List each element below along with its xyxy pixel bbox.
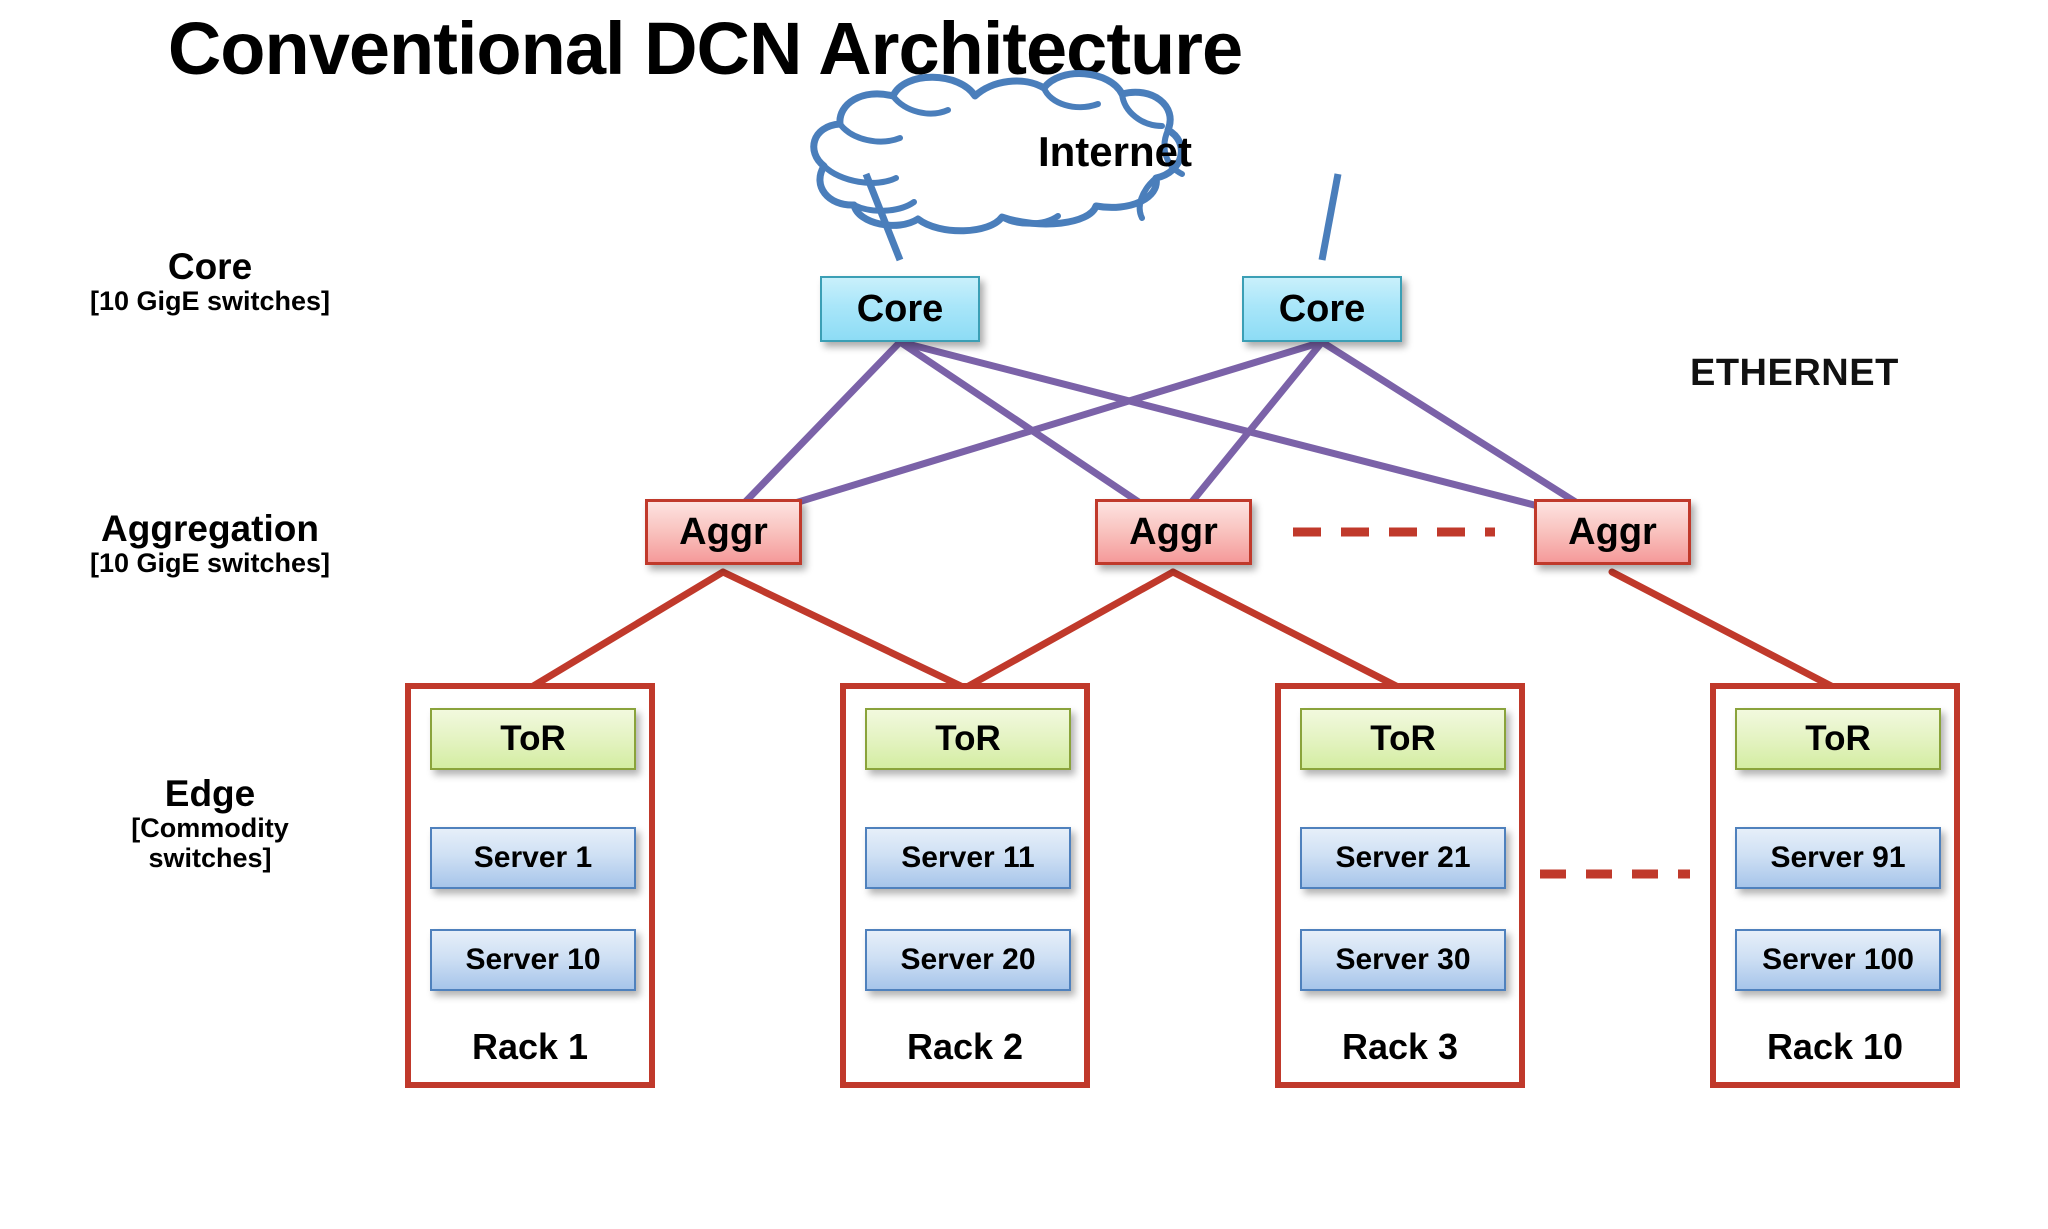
rack-2-server-2-label: Server 20 [900,943,1036,976]
link-core1-aggr3 [896,338,1616,529]
rack-10-name: Rack 10 [1766,1026,1904,1067]
rack-1-server-2-label: Server 10 [465,943,601,976]
aggregation-switch-2[interactable]: Aggr [1095,499,1252,565]
rack-10[interactable]: ToR Server 91 Server 100 Rack 10 [1710,683,1960,1088]
cloud-to-core-link-1 [862,172,904,262]
link-core2-aggr2 [1169,338,1326,529]
link-core1-aggr2 [896,338,1177,529]
tier-label-aggregation: Aggregation [10 GigE switches] [40,508,380,579]
page-title: Conventional DCN Architecture [167,7,1243,90]
tier-label-edge-title: Edge [164,773,256,814]
rack-2-server-1-label: Server 11 [901,841,1035,874]
aggregation-switch-3-label: Aggr [1568,510,1657,553]
rack-2[interactable]: ToR Server 11 Server 20 Rack 2 [840,683,1090,1088]
rack-2-server-1[interactable]: Server 11 [865,827,1071,889]
tier-label-edge: Edge [Commodity switches] [40,773,380,873]
rack-3-name: Rack 3 [1341,1026,1459,1067]
link-core2-aggr3 [1318,338,1616,529]
rack-3[interactable]: ToR Server 21 Server 30 Rack 3 [1275,683,1525,1088]
rack-1-tor-switch[interactable]: ToR [430,708,636,770]
rack-2-tor-switch[interactable]: ToR [865,708,1071,770]
link-aggr3-rack10 [1608,568,1839,692]
rack-10-tor-label: ToR [1805,719,1871,758]
core-switch-1-label: Core [856,287,944,330]
rack-3-server-1-label: Server 21 [1335,841,1471,874]
link-aggr1-rack2 [719,568,969,692]
rack-3-tor-label: ToR [1370,719,1436,758]
core-switch-1[interactable]: Core [820,276,980,342]
rack-1-name: Rack 1 [471,1026,589,1067]
rack-10-server-2[interactable]: Server 100 [1735,929,1941,991]
rack-10-server-1-label: Server 91 [1770,841,1906,874]
rack-3-server-1[interactable]: Server 21 [1300,827,1506,889]
link-core2-aggr1 [719,338,1326,529]
rack-1-server-2[interactable]: Server 10 [430,929,636,991]
core-switch-2[interactable]: Core [1242,276,1402,342]
link-core1-aggr1 [719,338,904,529]
rack-3-tor-switch[interactable]: ToR [1300,708,1506,770]
link-aggr1-rack1 [526,568,727,692]
core-switch-2-label: Core [1278,287,1366,330]
link-aggr2-rack2 [961,568,1177,692]
tier-label-edge-sub-line2: switches] [148,842,272,873]
aggregation-switch-3[interactable]: Aggr [1534,499,1691,565]
internet-cloud-label: Internet [1037,128,1192,175]
tier-label-aggregation-title: Aggregation [101,508,319,549]
rack-10-server-2-label: Server 100 [1762,943,1914,976]
link-aggr2-rack3 [1169,568,1404,692]
ethernet-label: ETHERNET [1690,352,1899,394]
rack-2-server-2[interactable]: Server 20 [865,929,1071,991]
rack-1[interactable]: ToR Server 1 Server 10 Rack 1 [405,683,655,1088]
rack-10-server-1[interactable]: Server 91 [1735,827,1941,889]
rack-3-server-2[interactable]: Server 30 [1300,929,1506,991]
tier-label-core-sub: [10 GigE switches] [89,285,331,316]
rack-1-server-1-label: Server 1 [473,841,593,874]
aggregation-switch-1-label: Aggr [679,510,768,553]
aggregation-switch-1[interactable]: Aggr [645,499,802,565]
rack-10-tor-switch[interactable]: ToR [1735,708,1941,770]
rack-1-server-1[interactable]: Server 1 [430,827,636,889]
rack-2-name: Rack 2 [906,1026,1024,1067]
tier-label-aggregation-sub: [10 GigE switches] [89,547,331,578]
tier-label-core: Core [10 GigE switches] [40,246,380,317]
rack-3-server-2-label: Server 30 [1335,943,1471,976]
rack-1-tor-label: ToR [500,719,566,758]
rack-2-tor-label: ToR [935,719,1001,758]
cloud-to-core-link-2 [1318,173,1342,261]
aggregation-switch-2-label: Aggr [1129,510,1218,553]
tier-label-edge-sub-line1: [Commodity [131,812,289,843]
tier-label-core-title: Core [167,246,253,287]
